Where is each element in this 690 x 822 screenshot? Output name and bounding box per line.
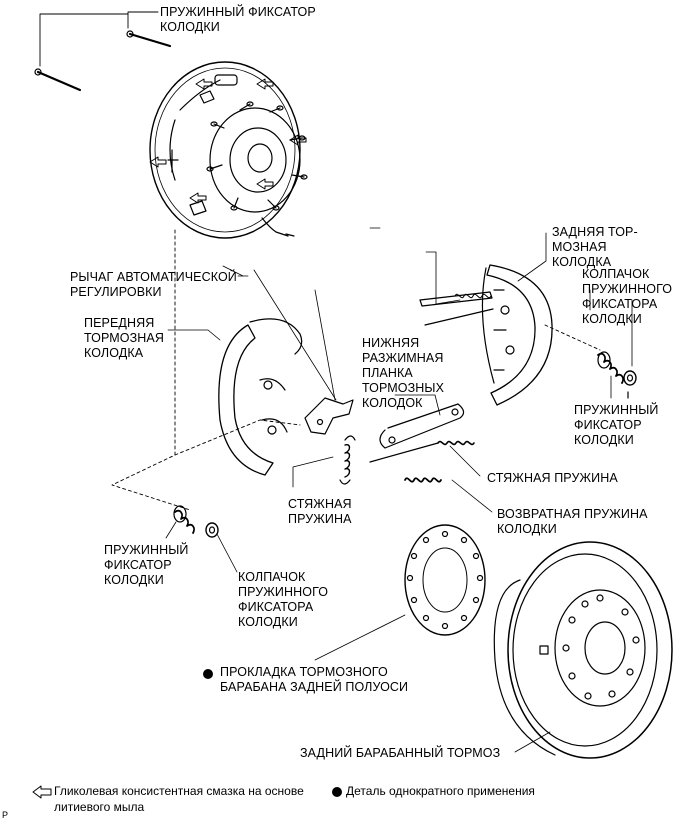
label-tension-spring-left: СТЯЖНАЯ ПРУЖИНА	[288, 497, 352, 526]
drum-gasket	[404, 524, 486, 636]
auto-adjust-lever	[222, 265, 354, 435]
backing-plate-assembly	[149, 61, 308, 239]
legend-non-reusable-text: Деталь однократного применения	[346, 784, 535, 798]
label-hold-down-spring-left: ПРУЖИННЫЙ ФИКСАТОР КОЛОДКИ	[104, 543, 189, 587]
hold-down-right	[597, 351, 637, 399]
label-rear-drum-brake: ЗАДНИЙ БАРАБАННЫЙ ТОРМОЗ	[300, 746, 501, 760]
hold-down-pins	[34, 11, 172, 92]
rear-brake-shoe	[481, 264, 553, 406]
label-drum-gasket: ПРОКЛАДКА ТОРМОЗНОГО БАРАБАНА ЗАДНЕЙ ПОЛ…	[220, 665, 409, 694]
label-auto-adjust-lever: РЫЧАГ АВТОМАТИЧЕСКОЙ РЕГУЛИРОВКИ	[70, 270, 237, 299]
non-reusable-bullet	[203, 669, 213, 679]
front-brake-shoe	[218, 318, 303, 476]
label-shoe-hold-down-pin: ПРУЖИННЫЙ ФИКСАТОР КОЛОДКИ	[160, 5, 316, 34]
parking-brake-strut	[419, 291, 494, 326]
tension-spring-right	[369, 440, 475, 463]
label-rear-brake-shoe: ЗАДНЯЯ ТОР- МОЗНАЯ КОЛОДКА	[552, 225, 638, 269]
label-hold-down-cup-right: КОЛПАЧОК ПРУЖИННОГО ФИКСАТОРА КОЛОДКИ	[582, 267, 673, 326]
label-tension-spring-right: СТЯЖНАЯ ПРУЖИНА	[487, 471, 618, 485]
brake-drum	[493, 541, 673, 759]
legend-non-reusable-bullet	[332, 787, 342, 797]
tension-spring-left	[339, 435, 356, 485]
label-front-brake-shoe: ПЕРЕДНЯЯ ТОРМОЗНАЯ КОЛОДКА	[84, 316, 164, 360]
legend-grease-text: Гликолевая консистентная смазка на основ…	[54, 784, 304, 798]
lower-shoe-strut	[379, 403, 465, 449]
legend-grease-text-line2: литиевого мыла	[54, 800, 145, 814]
label-hold-down-cup-left: КОЛПАЧОК ПРУЖИННОГО ФИКСАТОРА КОЛОДКИ	[238, 570, 329, 629]
label-hold-down-spring-right: ПРУЖИННЫЙ ФИКСАТОР КОЛОДКИ	[574, 403, 659, 447]
hold-down-left	[173, 505, 219, 538]
label-lower-shoe-strut: НИЖНЯЯ РАЗЖИМНАЯ ПЛАНКА ТОРМОЗНЫХ КОЛОДО…	[362, 336, 445, 410]
label-return-spring: ВОЗВРАТНАЯ ПРУЖИНА КОЛОДКИ	[497, 507, 648, 536]
corner-mark: P	[2, 810, 9, 820]
return-spring	[404, 477, 442, 483]
